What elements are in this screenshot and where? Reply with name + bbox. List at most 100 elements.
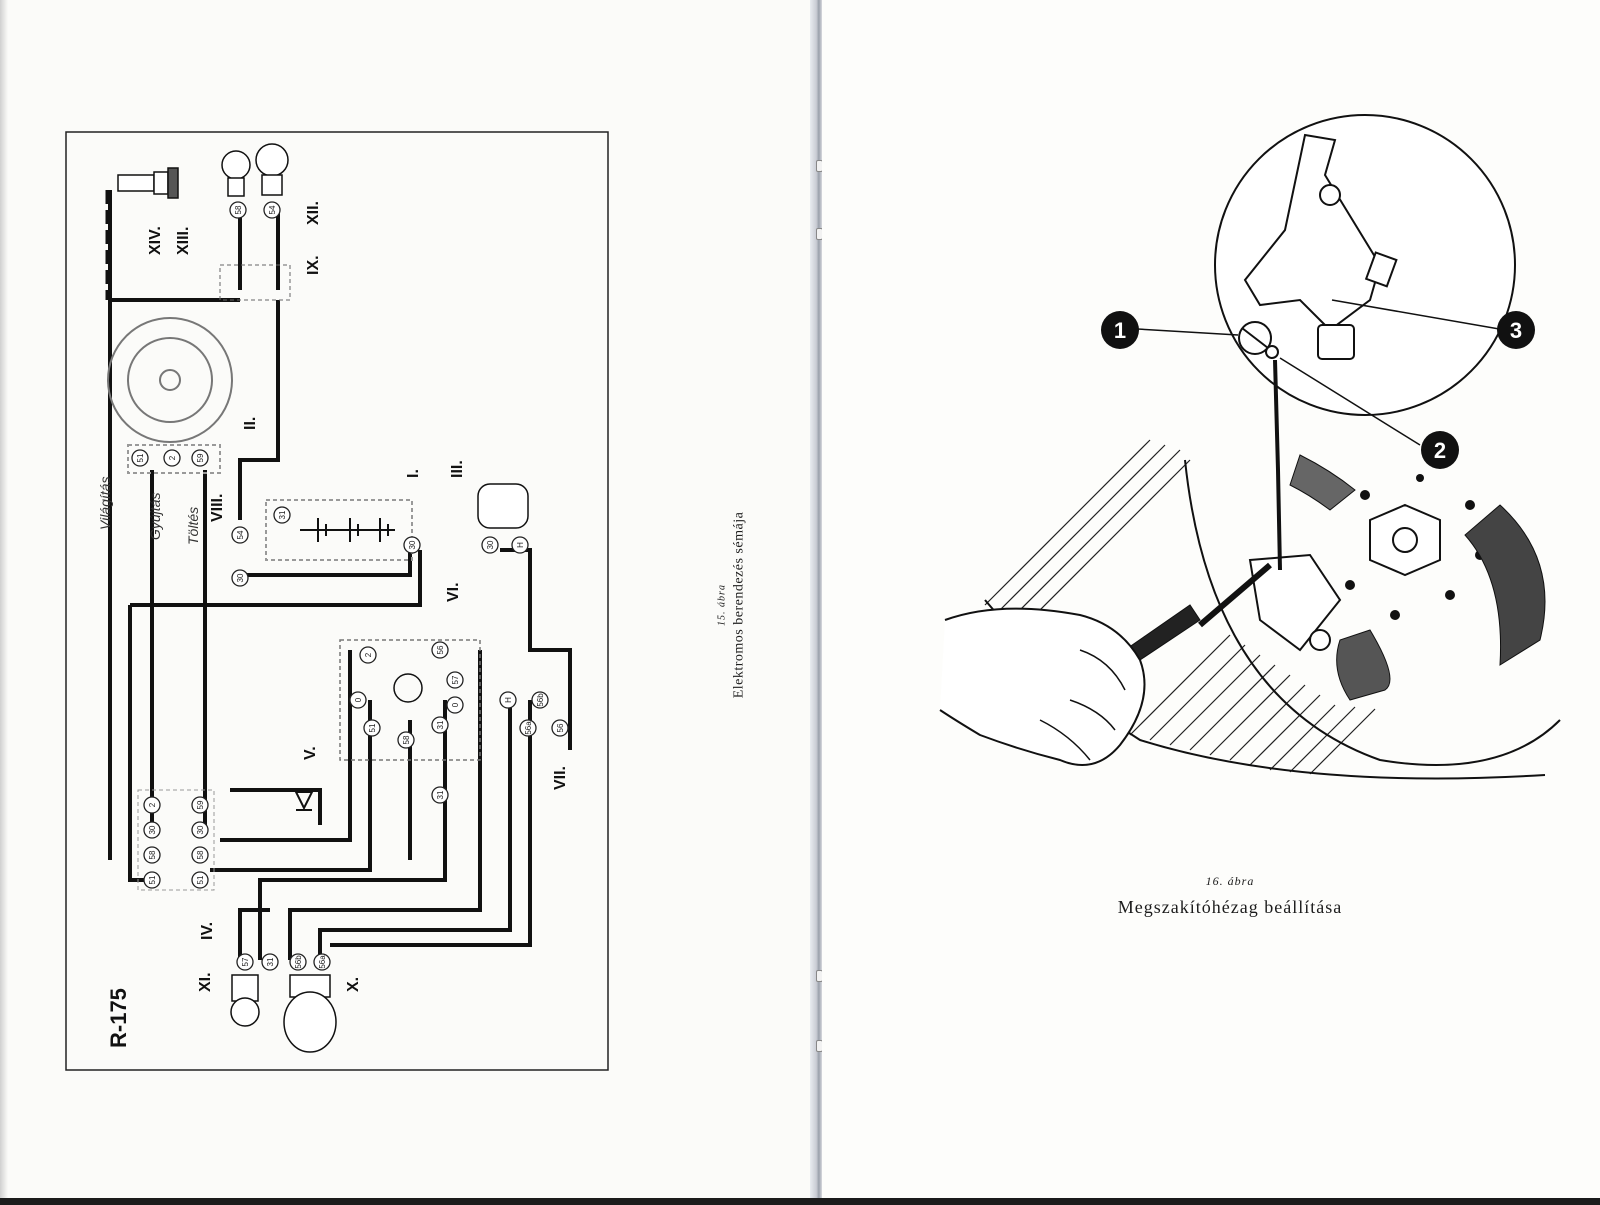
left-page: R-175	[0, 0, 747, 1205]
ignition-switch	[339, 639, 481, 761]
terminal-label: 0	[354, 697, 363, 702]
label-iii: III.	[449, 460, 466, 478]
label-xiii: XIII.	[175, 227, 192, 255]
terminal-label: 58	[148, 850, 157, 859]
connector-block	[219, 264, 291, 301]
label-xi: XI.	[197, 972, 214, 992]
terminal-label: 56	[556, 723, 565, 732]
bottom-shadow	[0, 1198, 1600, 1205]
terminal-label: 51	[136, 453, 145, 462]
tail-bulbs	[221, 143, 289, 197]
callout-2: 2	[1434, 438, 1446, 463]
generator	[107, 317, 233, 474]
label-xiv: XIV.	[147, 226, 164, 255]
terminal-label: 58	[234, 205, 243, 214]
finger-lines	[1039, 649, 1126, 761]
terminal-label: 56a	[524, 721, 533, 735]
terminal-label: 2	[168, 455, 177, 460]
adjust-slot	[1241, 327, 1269, 349]
label-vii: VII.	[552, 766, 569, 790]
rotor-segment-top	[1289, 454, 1356, 511]
front-bulbs	[230, 974, 337, 1053]
note-toltes: Töltés	[185, 507, 201, 545]
model-label-group: R-175	[106, 988, 131, 1048]
screwdriver-blade	[1198, 562, 1272, 628]
terminal-label: 0	[451, 702, 460, 707]
battery	[265, 499, 413, 561]
figure-16-number: 16. ábra	[1205, 874, 1255, 888]
terminal-label: H	[504, 697, 513, 703]
label-vi: VI.	[445, 582, 462, 602]
label-ii: II.	[242, 417, 259, 430]
terminal-label: 31	[266, 957, 275, 966]
spring-tab	[1364, 251, 1398, 288]
terminal-label: 59	[196, 800, 205, 809]
rectifier	[294, 791, 314, 811]
terminal-label: 31	[278, 510, 287, 519]
terminal-label: 30	[408, 540, 417, 549]
terminal-markers	[131, 201, 569, 971]
wiring-diagram: R-175	[65, 131, 609, 1071]
figure-16-caption: 16. ábra Megszakítóhézag beállítása	[1080, 874, 1380, 918]
note-vilagitas: Világítás	[97, 477, 113, 530]
terminal-label: 2	[148, 802, 157, 807]
screwdriver-guide-arrow	[1273, 359, 1282, 571]
terminal-label: 57	[241, 957, 250, 966]
terminal-label: 51	[368, 723, 377, 732]
callout-badge-1	[1101, 311, 1139, 349]
callout-badge-3	[1497, 311, 1535, 349]
terminal-label: 56a	[318, 955, 327, 969]
label-v: V.	[302, 746, 319, 760]
label-iv: IV.	[199, 922, 216, 940]
terminal-label: 51	[196, 875, 205, 884]
breaker-screw	[1309, 629, 1331, 651]
model-label: R-175	[106, 988, 131, 1048]
label-i: I.	[405, 469, 422, 478]
figure-16-title: Megszakítóhézag beállítása	[1117, 897, 1343, 917]
terminal-label: 30	[236, 573, 245, 582]
wing-nut	[1319, 184, 1341, 206]
housing-hatching	[984, 439, 1376, 775]
rotor-segment-right	[1464, 504, 1546, 666]
callout-line-2	[1279, 357, 1421, 446]
roman-labels: XIV. XIII. XII. IX. II. I. III. VIII. VI…	[147, 201, 569, 992]
terminal-label: H	[516, 542, 525, 548]
terminal-label: 56b	[294, 955, 303, 969]
rotor-outline	[1184, 459, 1561, 766]
terminal-label: 56	[436, 645, 445, 654]
label-ix: IX.	[305, 255, 322, 275]
label-viii: VIII.	[209, 494, 226, 522]
junction-box	[137, 789, 215, 891]
label-x: X.	[345, 977, 362, 992]
terminal-label: 30	[196, 825, 205, 834]
terminal-label: 31	[436, 720, 445, 729]
terminal-label: 58	[196, 850, 205, 859]
terminal-label: 59	[196, 453, 205, 462]
hub-center	[1392, 527, 1418, 553]
label-xii: XII.	[305, 201, 322, 225]
hand-outline	[939, 607, 1146, 766]
diagram-frame	[65, 131, 609, 1071]
terminal-label: 51	[148, 875, 157, 884]
terminal-label: 31	[436, 790, 445, 799]
callout-1: 1	[1114, 318, 1126, 343]
breaker-plate	[1248, 553, 1342, 652]
terminal-label: 57	[451, 675, 460, 684]
terminal-label: 56b	[536, 693, 545, 707]
terminal-nut	[1317, 324, 1355, 360]
terminal-label: 54	[236, 530, 245, 539]
rotor-segment-bottom	[1336, 629, 1391, 701]
page-edge-shadow	[0, 0, 8, 1205]
callout-line-1	[1119, 327, 1239, 336]
horn	[477, 483, 529, 529]
note-gyujtas: Gyújtás	[147, 493, 163, 540]
screwdriver-handle	[1124, 604, 1201, 661]
terminal-labels: 51 2 59 31 54 30 30 30 H 58 54 2 56 57 0…	[136, 205, 565, 969]
handwritten-notes: Töltés Gyújtás Világítás	[97, 477, 201, 545]
terminal-label: 30	[486, 540, 495, 549]
eccentric-screw	[1265, 345, 1279, 359]
callout-badge-2	[1421, 431, 1459, 469]
callout-3: 3	[1510, 318, 1522, 343]
